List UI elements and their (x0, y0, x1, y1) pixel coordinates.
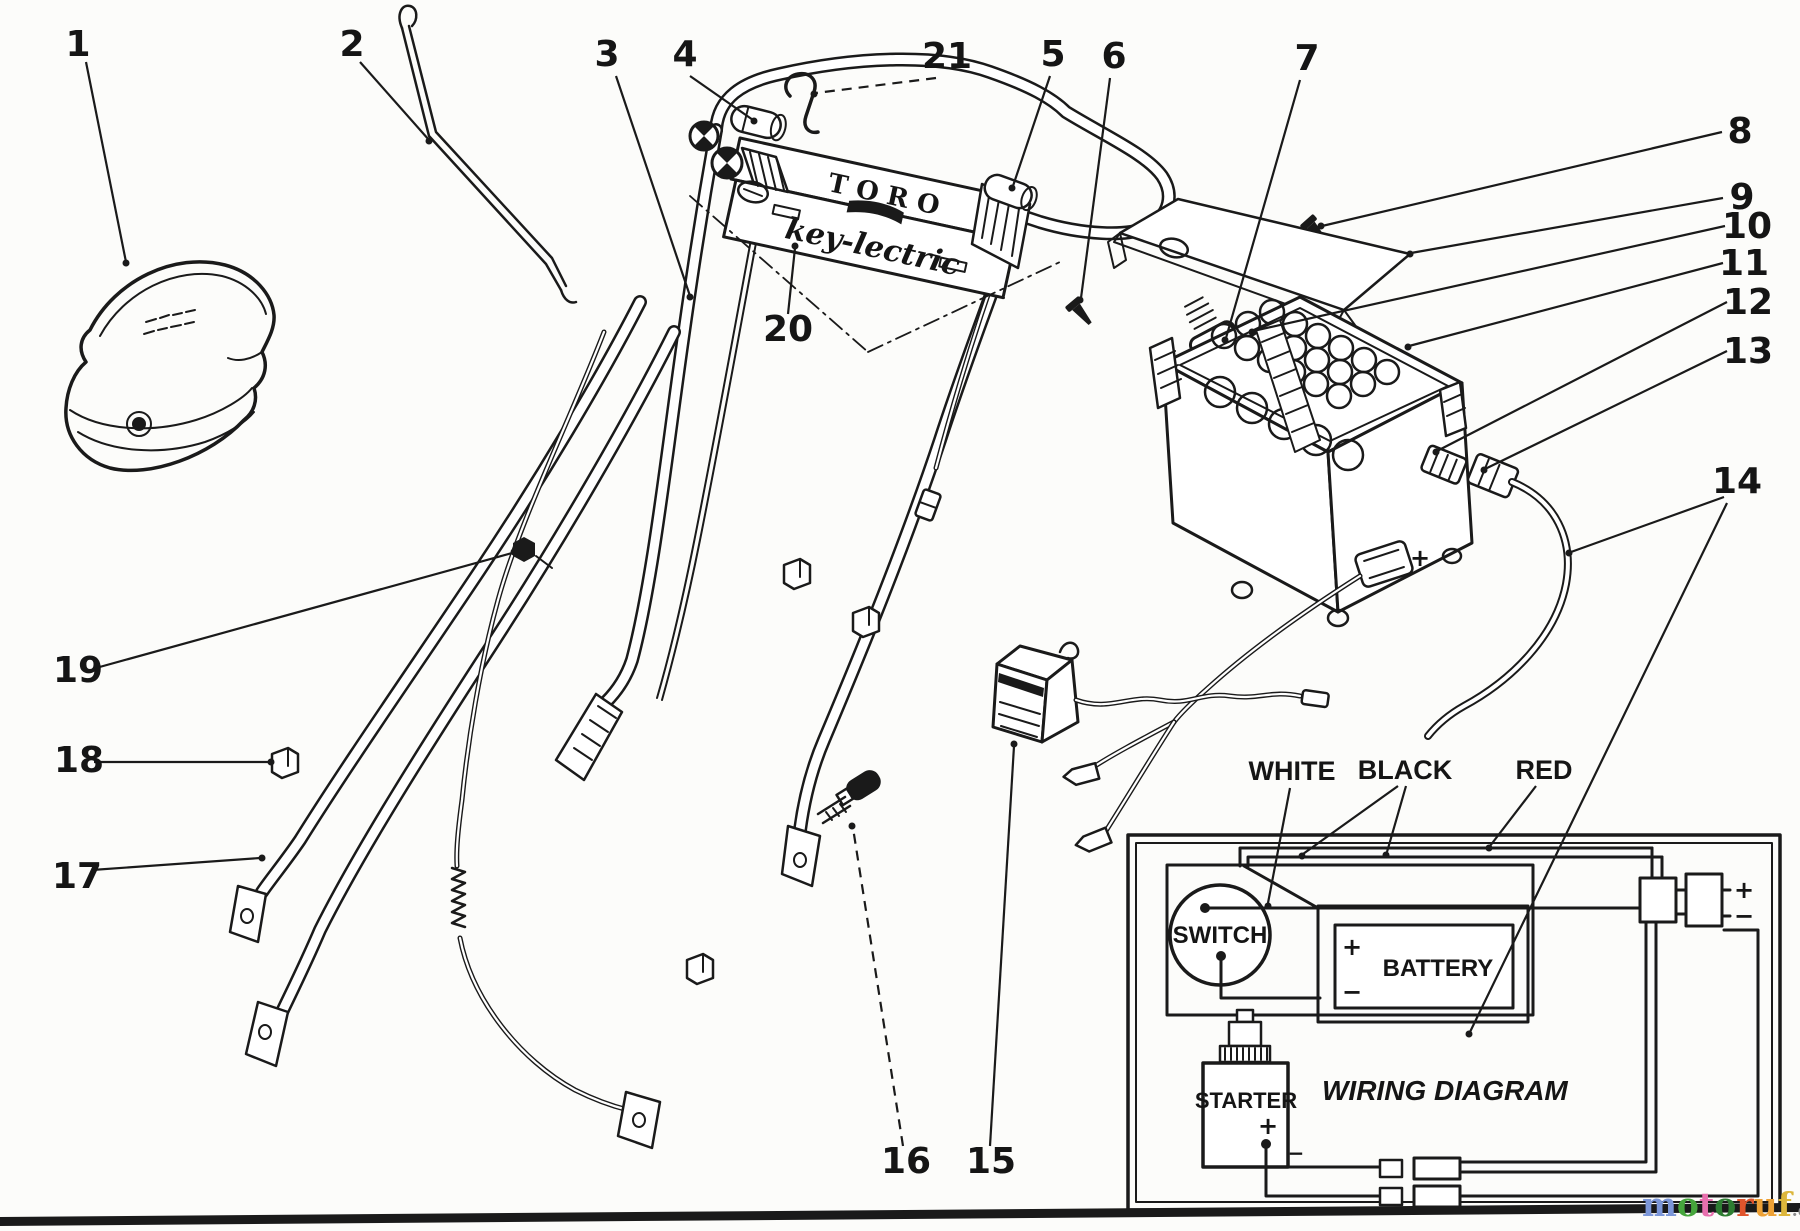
schematic-battery: + − BATTERY (1333, 923, 1515, 1010)
watermark-letter: o (1714, 1185, 1736, 1224)
svg-text:motoruf.de: motoruf.de (1642, 1185, 1800, 1224)
callout-5: 5 (1040, 34, 1065, 75)
svg-text:+: + (1342, 933, 1362, 961)
handle-clamp-right (983, 173, 1038, 212)
inline-connector-cable-side (1466, 453, 1520, 499)
charger-plug-prong (1058, 641, 1080, 660)
battery-divider-band (1255, 319, 1321, 453)
callout-11: 11 (1719, 243, 1769, 284)
callout-3: 3 (594, 34, 619, 75)
callout-15: 15 (966, 1141, 1016, 1182)
cable-clip (782, 557, 812, 591)
charge-receptacle-plug: + (1171, 540, 1430, 725)
upper-handle-right-foot (780, 824, 822, 888)
shift-rod (398, 4, 578, 304)
console-panel: TORO key-lectric (688, 120, 1032, 300)
svg-text:−: − (1342, 978, 1362, 1006)
switch-label: SWITCH (1173, 922, 1268, 949)
cable-clip (685, 952, 715, 986)
panel-hook (784, 71, 820, 135)
wiring-harness-cable (450, 329, 662, 1150)
cable-coil-spring (450, 866, 467, 929)
svg-text:+: + (1258, 1112, 1278, 1140)
callout-17: 17 (52, 856, 102, 897)
watermark-letter: m (1642, 1185, 1677, 1224)
engine-y-cable (1062, 719, 1177, 853)
watermark-letter: r (1736, 1185, 1754, 1224)
watermark-letter: f (1778, 1185, 1794, 1224)
switch-ground-wire (1219, 954, 1322, 1000)
callout-7: 7 (1294, 38, 1319, 79)
svg-text:−: − (1288, 1141, 1305, 1165)
callout-20: 20 (763, 309, 813, 350)
charger-label-text-marks (998, 701, 1041, 738)
battery-cable (1424, 478, 1572, 740)
wiring-diagram: SWITCH + − BATTERY + − (1126, 755, 1782, 1212)
charger-brand-band (998, 673, 1044, 697)
callout-6: 6 (1101, 36, 1126, 77)
battery-label: BATTERY (1383, 955, 1494, 982)
battery-bracket-left (1148, 336, 1182, 410)
bottom-border-rule (0, 1203, 1800, 1226)
black-wire-pair (1238, 846, 1664, 868)
wingnut-knobs (688, 120, 770, 204)
schematic-inner-box (1165, 863, 1535, 1017)
callout-8: 8 (1727, 111, 1752, 152)
receptacle-plus-mark: + (1410, 544, 1430, 572)
svg-text:+: + (1734, 876, 1754, 904)
schematic-connector-a (1638, 876, 1678, 924)
shield-bolt-icon (132, 417, 146, 431)
callout-16: 16 (881, 1141, 931, 1182)
watermark-letter: o (1677, 1185, 1699, 1224)
lower-handle-foot (244, 1000, 290, 1068)
wiring-diagram-title: WIRING DIAGRAM (1322, 1075, 1568, 1106)
watermark: motoruf.de (1642, 1185, 1800, 1224)
battery-pack (1148, 295, 1474, 628)
watermark-suffix: .de (1792, 1201, 1800, 1221)
white-wire-label: WHITE (1249, 756, 1336, 786)
schematic-terminals (1378, 1156, 1462, 1209)
callouts: 1 2 3 4 21 5 6 7 8 9 10 11 12 13 14 15 (52, 24, 1773, 1182)
schematic-starter: STARTER + − (1195, 1008, 1305, 1169)
black-wire-label: BLACK (1358, 755, 1453, 785)
battery-bracket-right (1438, 380, 1468, 438)
callout-18: 18 (54, 740, 104, 781)
callout-1: 1 (65, 24, 90, 65)
callout-9: 9 (1729, 177, 1754, 218)
red-wire-label: RED (1515, 755, 1572, 785)
callout-13: 13 (1723, 331, 1773, 372)
callout-21: 21 (922, 36, 972, 77)
starter-label: STARTER (1195, 1088, 1297, 1113)
watermark-letter: u (1754, 1185, 1778, 1224)
spade-terminal-icon (1074, 826, 1113, 853)
lower-handle (228, 295, 681, 1068)
deflector-shield (64, 260, 276, 473)
toro-bowtie-icon (846, 200, 904, 225)
upper-handle-left-crimp (554, 692, 624, 782)
callout-10: 10 (1722, 206, 1772, 247)
callout-4: 4 (672, 34, 697, 75)
cable-clip (851, 605, 881, 639)
watermark-letter: t (1699, 1185, 1715, 1224)
inline-connector-battery-side (1420, 444, 1468, 485)
callout-2: 2 (339, 24, 364, 65)
cable-clip (270, 746, 300, 780)
battery-loop-wire (1316, 904, 1530, 1024)
callout-12: 12 (1723, 282, 1773, 323)
handle-bolt (816, 770, 881, 825)
schematic-connector-b (1684, 872, 1724, 928)
console-harness-left (661, 231, 759, 701)
alignment-chain-lines (689, 195, 1061, 353)
handle-nut (513, 537, 553, 569)
callout-19: 19 (53, 650, 103, 691)
svg-text:−: − (1734, 902, 1754, 930)
battery-charger (991, 641, 1330, 744)
schematic-main-cable (1460, 920, 1658, 1174)
callout-14: 14 (1712, 461, 1762, 502)
spade-terminal-icon (1062, 761, 1101, 787)
cable-terminal-bracket (616, 1090, 662, 1150)
shield-emboss-text-marks (143, 309, 196, 335)
lower-handle-foot (228, 884, 268, 944)
